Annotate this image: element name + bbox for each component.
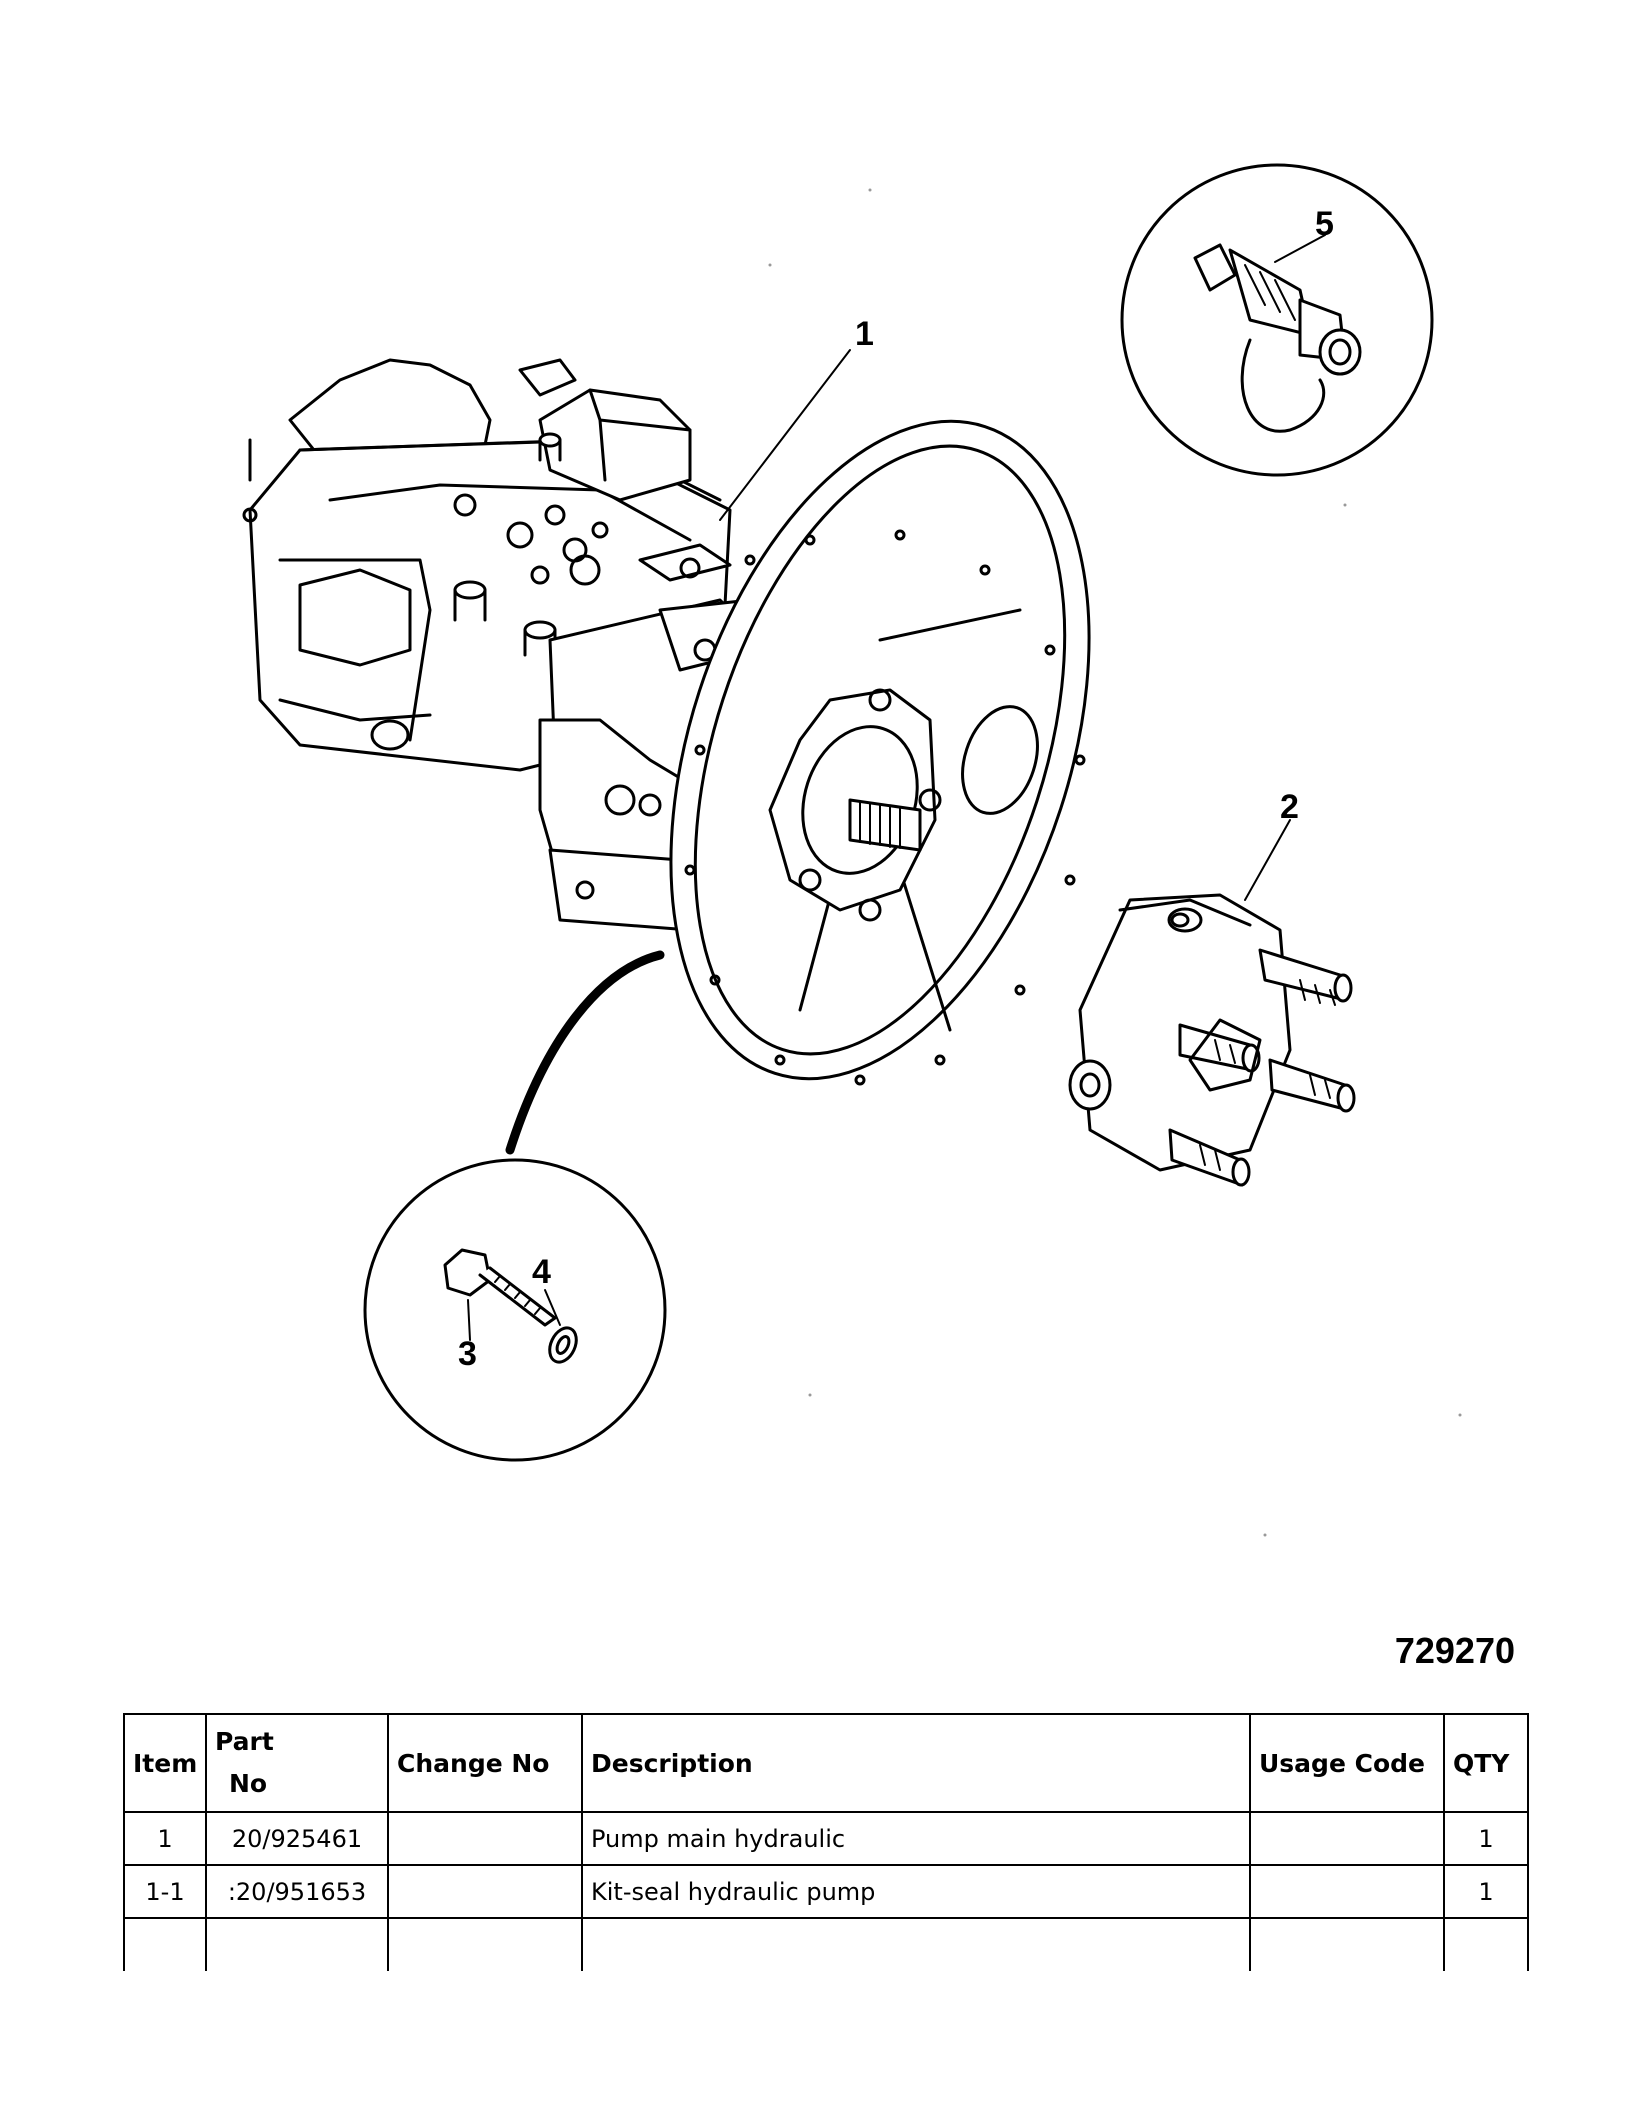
- table-header-row: Item Part No Change No Description Usage…: [123, 1713, 1529, 1813]
- cell-item: 1-1: [123, 1864, 207, 1919]
- cell-usage-code: [1249, 1864, 1445, 1919]
- table-row: 1 20/925461 Pump main hydraulic 1: [123, 1811, 1529, 1866]
- header-description: Description: [581, 1713, 1251, 1813]
- cell-empty: [205, 1917, 389, 1971]
- callout-4: 4: [532, 1253, 551, 1291]
- header-change-no: Change No: [387, 1713, 583, 1813]
- hydraulic-pump-drawing: [242, 358, 1091, 1086]
- figure-number: 729270: [1394, 1630, 1515, 1671]
- cell-change-no: [387, 1811, 583, 1866]
- header-part-no-line1: Part: [215, 1727, 274, 1756]
- exploded-parts-diagram: 1 2 3 4 5: [242, 163, 1462, 1537]
- header-usage-code: Usage Code: [1249, 1713, 1445, 1813]
- callout-2: 2: [1280, 788, 1299, 826]
- parts-list-table: Item Part No Change No Description Usage…: [123, 1713, 1529, 1971]
- table-row-empty: [123, 1917, 1529, 1971]
- quick-coupling-detail: [1120, 163, 1434, 477]
- cell-qty: 1: [1443, 1864, 1529, 1919]
- cell-description: Kit-seal hydraulic pump: [581, 1864, 1251, 1919]
- drive-coupling-drawing: [1068, 893, 1356, 1187]
- cell-part-no: 20/925461: [205, 1811, 389, 1866]
- callout-3: 3: [458, 1335, 477, 1373]
- cell-usage-code: [1249, 1811, 1445, 1866]
- bolt-washer-detail: [363, 950, 667, 1462]
- cell-part-no: :20/951653: [205, 1864, 389, 1919]
- cell-item: 1: [123, 1811, 207, 1866]
- table-row: 1-1 :20/951653 Kit-seal hydraulic pump 1: [123, 1864, 1529, 1919]
- cell-empty: [1443, 1917, 1529, 1971]
- header-part-no: Part No: [205, 1713, 389, 1813]
- header-qty: QTY: [1443, 1713, 1529, 1813]
- cell-empty: [123, 1917, 207, 1971]
- header-item: Item: [123, 1713, 207, 1813]
- cell-empty: [1249, 1917, 1445, 1971]
- header-part-no-line2: No: [229, 1769, 268, 1798]
- cell-qty: 1: [1443, 1811, 1529, 1866]
- cell-description: Pump main hydraulic: [581, 1811, 1251, 1866]
- callout-5: 5: [1315, 205, 1334, 243]
- cell-empty: [387, 1917, 583, 1971]
- cell-change-no: [387, 1864, 583, 1919]
- cell-empty: [581, 1917, 1251, 1971]
- callout-1: 1: [855, 315, 874, 353]
